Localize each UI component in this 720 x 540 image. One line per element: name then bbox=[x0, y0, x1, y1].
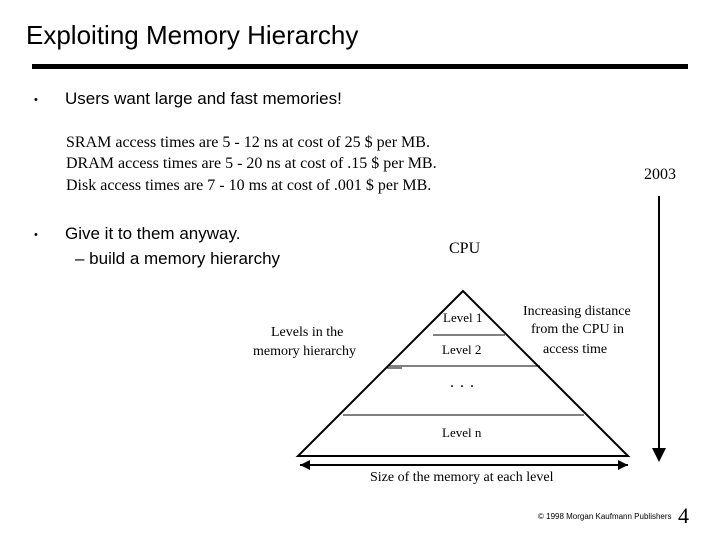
level-2-label: Level 2 bbox=[442, 342, 482, 357]
bullet-text-large-fast: Users want large and fast memories! bbox=[65, 89, 342, 108]
distance-caption-line3: access time bbox=[543, 342, 608, 357]
distance-caption-line1: Increasing distance bbox=[523, 304, 631, 319]
distance-caption-line2: from the CPU in bbox=[531, 322, 624, 337]
bullet-marker: • bbox=[34, 94, 38, 106]
slide-title: Exploiting Memory Hierarchy bbox=[26, 20, 359, 50]
bullet-text-give-anyway: Give it to them anyway. bbox=[65, 224, 241, 243]
bullet-marker: • bbox=[34, 229, 38, 241]
levels-caption-line2: memory hierarchy bbox=[253, 344, 357, 359]
pyramid-outline bbox=[295, 289, 631, 457]
level-1-label: Level 1 bbox=[443, 310, 483, 325]
title-rule bbox=[32, 64, 688, 69]
size-arrowhead-right bbox=[618, 460, 628, 470]
sram-access-line: SRAM access times are 5 - 12 ns at cost … bbox=[66, 134, 430, 151]
dram-access-line: DRAM access times are 5 - 20 ns at cost … bbox=[66, 155, 437, 172]
disk-access-line: Disk access times are 7 - 10 ms at cost … bbox=[66, 177, 432, 194]
ellipsis: ... bbox=[450, 374, 480, 391]
copyright-notice: © 1998 Morgan Kaufmann Publishers bbox=[538, 512, 672, 521]
access-time-arrowhead bbox=[652, 448, 666, 462]
size-arrowhead-left bbox=[300, 460, 310, 470]
page-number: 4 bbox=[678, 503, 689, 528]
year-label: 2003 bbox=[644, 166, 676, 183]
levels-caption-line1: Levels in the bbox=[271, 325, 344, 340]
cpu-label: CPU bbox=[449, 240, 481, 257]
sub-bullet-build-hierarchy: – build a memory hierarchy bbox=[75, 249, 281, 268]
size-caption: Size of the memory at each level bbox=[370, 470, 554, 485]
level-n-label: Level n bbox=[442, 425, 482, 440]
